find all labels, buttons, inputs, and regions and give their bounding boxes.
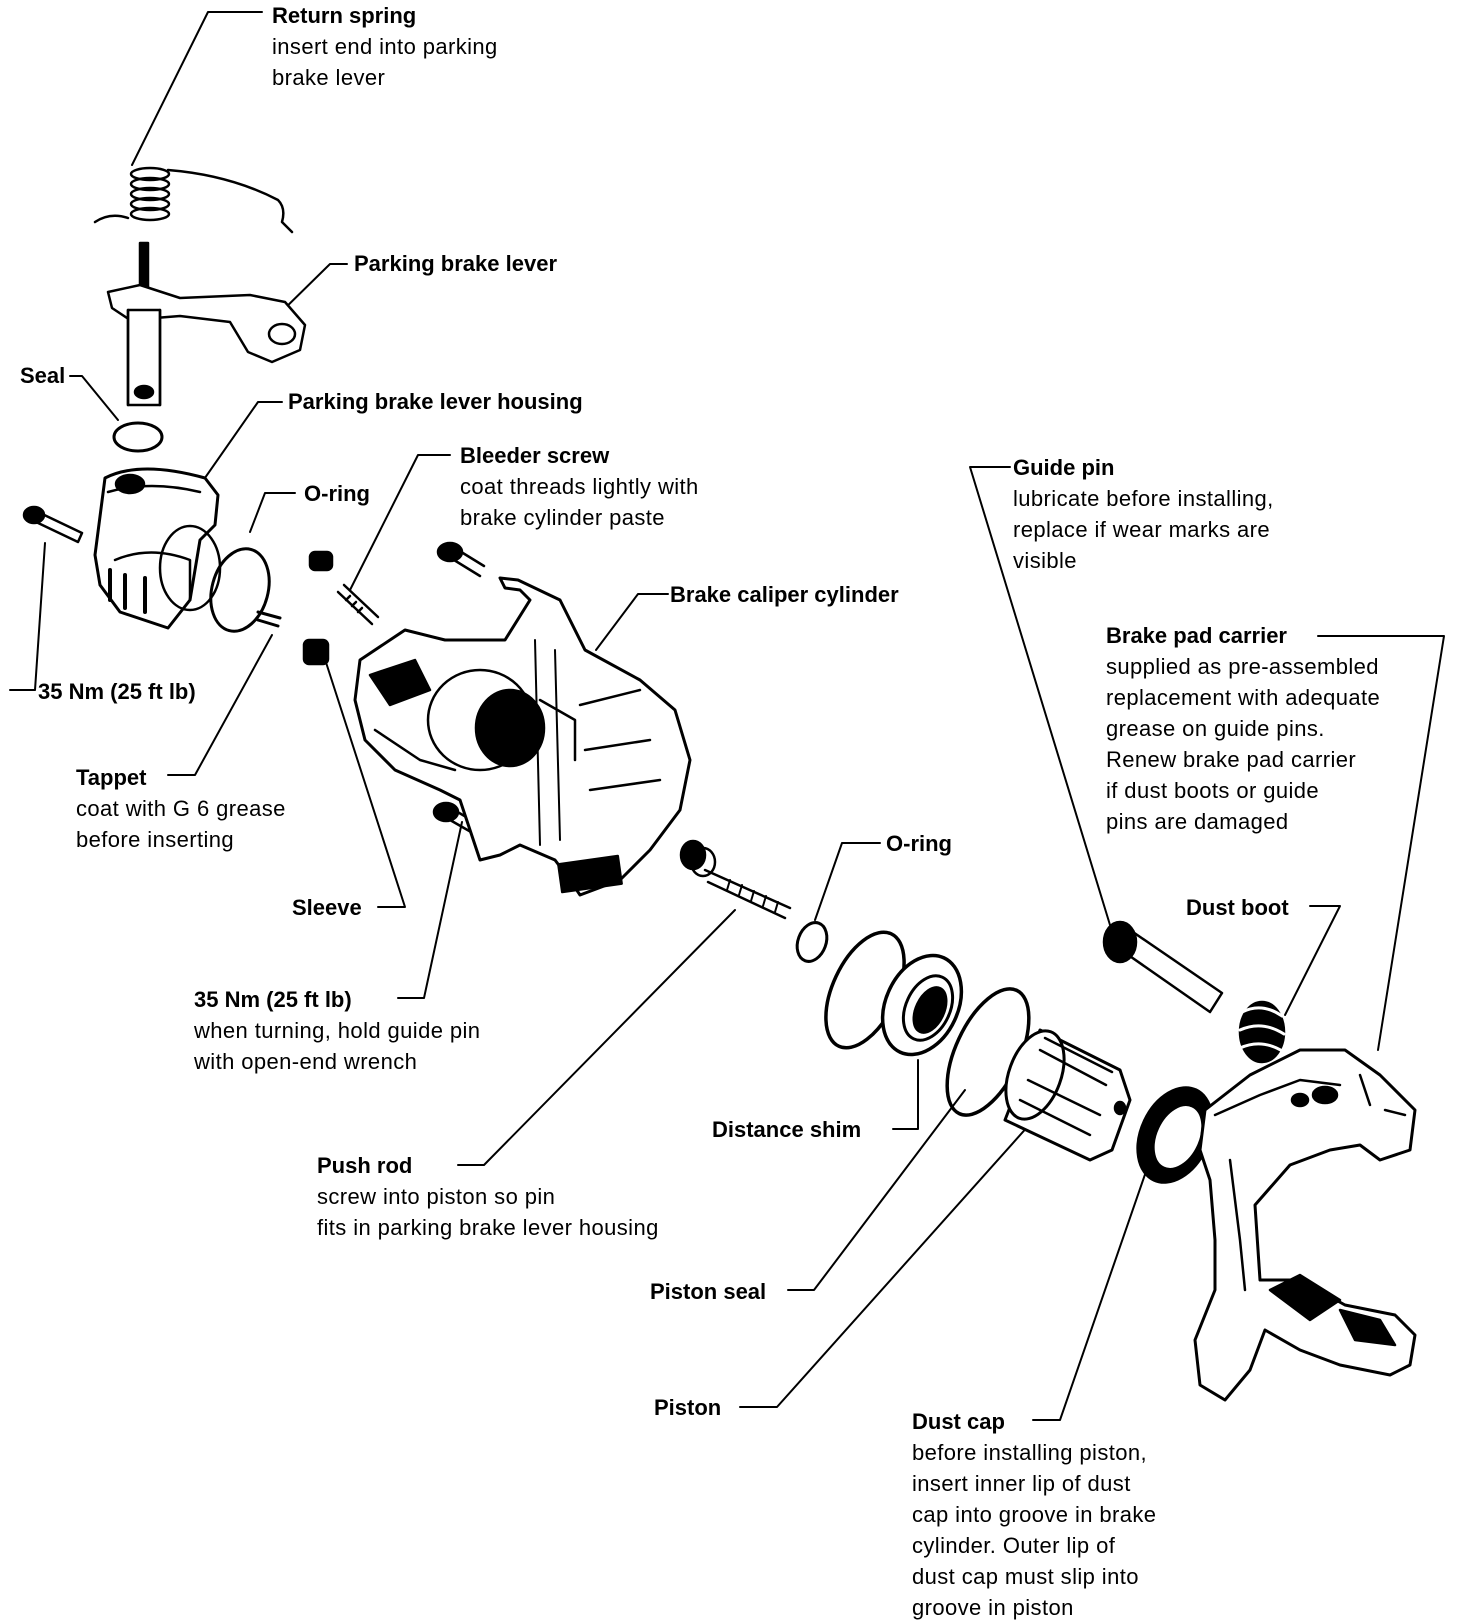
leader-tappet bbox=[167, 634, 273, 776]
leader-push-rod bbox=[457, 909, 736, 1166]
bolt-left-part bbox=[22, 505, 84, 544]
label-o-ring-2: O-ring bbox=[886, 831, 952, 856]
label-seal: Seal bbox=[20, 363, 66, 388]
leader-dust-cap bbox=[1032, 1159, 1151, 1421]
distance-shim-part bbox=[880, 953, 964, 1057]
label-dust-boot: Dust boot bbox=[1186, 895, 1289, 920]
label-o-ring-1: O-ring bbox=[304, 481, 370, 506]
label-caliper-cylinder: Brake caliper cylinder bbox=[670, 582, 899, 607]
o-ring-2-part bbox=[795, 921, 829, 963]
leader-piston bbox=[739, 1104, 1048, 1408]
leader-o-ring-2 bbox=[814, 842, 881, 921]
leader-distance-shim bbox=[892, 1059, 919, 1130]
leader-return-spring bbox=[131, 11, 263, 166]
label-torque-1: 35 Nm (25 ft lb) bbox=[38, 679, 196, 704]
dust-cap-part bbox=[1136, 1086, 1214, 1184]
leader-seal bbox=[69, 375, 119, 421]
leader-torque-2 bbox=[397, 821, 463, 999]
piston-body-part bbox=[1003, 1028, 1132, 1162]
label-dust-cap: Dust cap before installing piston, inser… bbox=[912, 1409, 1157, 1620]
label-piston-seal: Piston seal bbox=[650, 1279, 767, 1304]
label-piston: Piston bbox=[654, 1395, 722, 1420]
label-tappet: Tappet coat with G 6 grease before inser… bbox=[76, 765, 286, 852]
guide-pin-part bbox=[1102, 920, 1224, 1014]
leader-piston-seal bbox=[787, 1089, 966, 1291]
push-rod-part bbox=[679, 839, 792, 920]
bleeder-screw-part bbox=[336, 583, 380, 626]
leader-sleeve bbox=[321, 649, 406, 908]
leader-torque-1 bbox=[9, 542, 46, 691]
label-push-rod: Push rod screw into piston so pin fits i… bbox=[317, 1153, 659, 1240]
label-bleeder-screw: Bleeder screw coat threads lightly with … bbox=[460, 443, 699, 530]
caliper-body-part bbox=[353, 576, 692, 897]
leader-guide-pin bbox=[969, 466, 1111, 926]
leader-o-ring-1 bbox=[249, 492, 296, 533]
leader-parking-brake-lever bbox=[274, 263, 348, 319]
leader-dust-boot bbox=[1284, 905, 1341, 1016]
leader-pad-carrier bbox=[1317, 635, 1445, 1051]
brake-pad-carrier-part bbox=[1193, 1048, 1417, 1402]
label-parking-brake-lever: Parking brake lever bbox=[354, 251, 558, 276]
seal-part bbox=[112, 421, 164, 453]
leader-caliper-cylinder bbox=[595, 593, 669, 651]
lever-housing-part bbox=[93, 467, 222, 630]
bleeder-cap-part bbox=[308, 550, 334, 572]
bolt-top-part bbox=[436, 541, 486, 578]
label-sleeve: Sleeve bbox=[292, 895, 362, 920]
label-distance-shim: Distance shim bbox=[712, 1117, 862, 1142]
tappet-part bbox=[256, 610, 282, 628]
leader-bleeder-screw bbox=[349, 454, 451, 591]
o-ring-1-part bbox=[209, 547, 271, 633]
dust-boot-part bbox=[1238, 1000, 1286, 1064]
leader-lines bbox=[9, 11, 1445, 1421]
label-torque-2: 35 Nm (25 ft lb) when turning, hold guid… bbox=[194, 987, 481, 1074]
sleeve-part bbox=[302, 638, 330, 666]
label-brake-pad-carrier: Brake pad carrier supplied as pre-assemb… bbox=[1106, 623, 1381, 834]
return-spring-part bbox=[93, 166, 294, 234]
leader-lever-housing bbox=[199, 401, 283, 486]
label-lever-housing: Parking brake lever housing bbox=[288, 389, 583, 414]
label-return-spring: Return spring insert end into parking br… bbox=[272, 3, 498, 90]
parking-brake-lever-part bbox=[106, 241, 307, 407]
label-guide-pin: Guide pin lubricate before installing, r… bbox=[1013, 455, 1274, 573]
